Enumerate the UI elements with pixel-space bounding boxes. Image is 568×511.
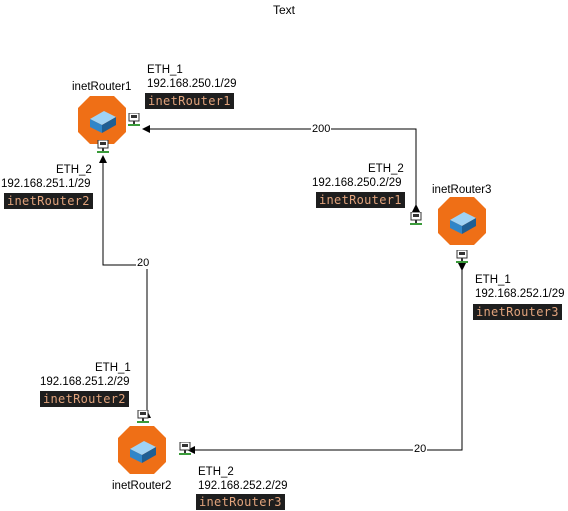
link-cost-r1-r2: 20 xyxy=(136,257,151,269)
link-cost-r3-r2: 20 xyxy=(413,443,428,455)
router-name-r3: inetRouter3 xyxy=(432,184,492,196)
interface-ip-r3-eth1: 192.168.252.1/29 xyxy=(475,288,565,300)
interface-name-r1-eth1: ETH_1 xyxy=(147,64,183,76)
router-name-r2: inetRouter2 xyxy=(112,480,172,492)
interface-ip-r1-eth1: 192.168.250.1/29 xyxy=(147,78,237,90)
link-r1-r2 xyxy=(99,155,151,418)
interface-ip-r3-eth2: 192.168.250.2/29 xyxy=(312,177,402,189)
ethernet-port-icon[interactable] xyxy=(410,212,422,226)
router-icon[interactable] xyxy=(438,197,486,245)
link-cost-r1-r3: 200 xyxy=(311,123,332,135)
interface-tag-r3-eth2: inetRouter1 xyxy=(316,192,405,208)
interface-name-r2-eth1: ETH_1 xyxy=(95,362,131,374)
router-name-r1: inetRouter1 xyxy=(72,81,132,93)
interface-ip-r2-eth1: 192.168.251.2/29 xyxy=(40,376,130,388)
ethernet-port-icon[interactable] xyxy=(137,410,149,424)
ethernet-port-icon[interactable] xyxy=(456,250,468,264)
ethernet-port-icon[interactable] xyxy=(128,113,140,127)
interface-tag-r1-eth1: inetRouter1 xyxy=(145,93,234,109)
interface-tag-r1-eth2: inetRouter2 xyxy=(4,193,93,209)
router-icon[interactable] xyxy=(118,426,166,474)
interface-name-r3-eth1: ETH_1 xyxy=(475,274,511,286)
page-title: Text xyxy=(272,3,295,17)
interface-tag-r2-eth2: inetRouter3 xyxy=(196,494,285,510)
ethernet-port-icon[interactable] xyxy=(97,140,109,154)
interface-ip-r1-eth2: 192.168.251.1/29 xyxy=(1,178,91,190)
interface-name-r1-eth2: ETH_2 xyxy=(56,164,92,176)
interface-tag-r3-eth1: inetRouter3 xyxy=(473,304,562,320)
ethernet-port-icon[interactable] xyxy=(179,442,191,456)
interface-ip-r2-eth2: 192.168.252.2/29 xyxy=(198,480,288,492)
interface-tag-r2-eth1: inetRouter2 xyxy=(40,391,129,407)
interface-name-r2-eth2: ETH_2 xyxy=(198,466,234,478)
link-r3-r2 xyxy=(187,263,466,454)
router-icon[interactable] xyxy=(78,96,126,144)
link-r1-r3 xyxy=(142,125,420,212)
interface-name-r3-eth2: ETH_2 xyxy=(368,163,404,175)
